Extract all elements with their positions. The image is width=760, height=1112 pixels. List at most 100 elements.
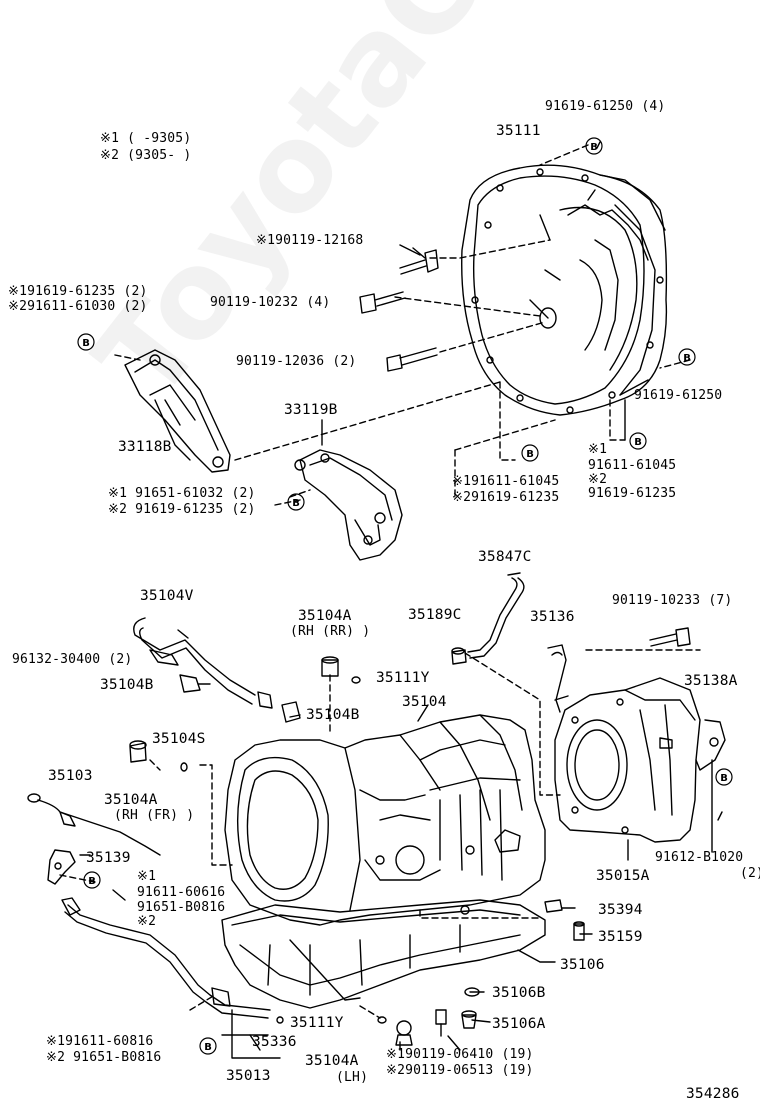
filler-tube-35013 (61, 897, 284, 1024)
plug-35189c (451, 647, 467, 665)
bracket-35138a (695, 719, 726, 771)
bolt-pan (435, 1009, 447, 1037)
label-e2: 91611-60616 (137, 885, 226, 900)
extension-housing-35015a (554, 677, 701, 843)
label-35104v: 35104V (140, 588, 194, 604)
label-35106: 35106 (560, 957, 605, 973)
label-right-d3: ※2 (588, 472, 608, 487)
label-f1: ※191611-60816 (46, 1034, 154, 1049)
label-35159: 35159 (598, 929, 643, 945)
plug-35106a (461, 1010, 477, 1029)
o-ring-35111y-upper (351, 676, 361, 684)
o-ring-35104s (180, 762, 188, 772)
bracket-35136 (547, 644, 569, 713)
label-33118b: 33118B (118, 439, 172, 455)
label-e3: 91651-B0816 (137, 900, 226, 915)
label-35111: 35111 (496, 123, 541, 139)
leader-line (399, 244, 421, 256)
label-90119-10233: 90119-10233 (7) (612, 593, 733, 608)
legend-2: ※2 (9305- ) (100, 148, 192, 163)
label-35104s: 35104S (152, 731, 206, 747)
label-35336: 35336 (252, 1034, 297, 1050)
label-35104a-lh: 35104A (305, 1053, 359, 1069)
label-90119-12168: ※190119-12168 (256, 233, 364, 248)
label-33119b: 33119B (284, 402, 338, 418)
label-lower-b2: ※2 91619-61235 (2) (108, 502, 256, 517)
label-91612-b1020: 91612-B1020 (655, 850, 744, 865)
plug-35104a-rr (321, 656, 339, 677)
label-35111y-a: 35111Y (376, 670, 430, 686)
svg-text:B: B (634, 437, 642, 448)
leader-lines-lower (59, 649, 701, 1019)
label-91619-61250: 91619-61250 (634, 388, 723, 403)
label-lh: (LH) (336, 1070, 369, 1085)
leader-line (619, 379, 649, 396)
label-right-d4: 91619-61235 (588, 486, 677, 501)
diagram-number: 354286 (686, 1086, 740, 1102)
label-35394: 35394 (598, 902, 643, 918)
label-35139: 35139 (86, 850, 131, 866)
svg-text:B: B (526, 449, 534, 460)
svg-text:B: B (82, 338, 90, 349)
label-mid-c1: ※191611-61045 (452, 474, 560, 489)
label-35104b-b: 35104B (306, 707, 360, 723)
label-35847c: 35847C (478, 549, 532, 565)
transmission-35104 (224, 714, 546, 926)
bolt-90119-10233 (649, 627, 691, 647)
part-35394 (544, 899, 563, 913)
label-90119-12036: 90119-12036 (2) (236, 354, 357, 369)
oil-pan-35106 (221, 899, 546, 1009)
svg-text:B: B (720, 773, 728, 784)
label-35106b: 35106B (492, 985, 546, 1001)
label-lower-b1: ※1 91651-61032 (2) (108, 486, 256, 501)
svg-text:B: B (204, 1042, 212, 1053)
label-35104: 35104 (402, 694, 447, 710)
label-qty-2: (2) (740, 866, 760, 881)
label-35138a: 35138A (684, 673, 738, 689)
svg-text:B: B (683, 353, 691, 364)
svg-text:B: B (88, 876, 96, 887)
bracket-33119b (294, 449, 403, 561)
plug-35104a-lh (395, 1020, 413, 1046)
label-g2: ※290119-06513 (19) (386, 1063, 534, 1078)
bolts-upper (359, 141, 601, 372)
label-right-d2: 91611-61045 (588, 458, 677, 473)
label-96132-30400: 96132-30400 (2) (12, 652, 133, 667)
b-marker-letters: B B B B B B B B B (82, 142, 728, 1053)
label-mid-c2: ※291619-61235 (452, 490, 560, 505)
label-g1: ※190119-06410 (19) (386, 1047, 534, 1062)
label-e4: ※2 (137, 914, 157, 929)
b-markers (77, 137, 733, 1055)
label-left-a1: ※191619-61235 (2) (8, 284, 148, 299)
label-35013: 35013 (226, 1068, 271, 1084)
label-35111y-b: 35111Y (290, 1015, 344, 1031)
label-35104a-rr: 35104A (298, 608, 352, 624)
label-35136: 35136 (530, 609, 575, 625)
label-e1: ※1 (137, 869, 157, 884)
label-f2: ※2 91651-B0816 (46, 1050, 162, 1065)
bracket-33118b (124, 349, 231, 473)
part-35159 (573, 921, 585, 941)
svg-text:B: B (292, 498, 300, 509)
tube-35847c (467, 572, 525, 659)
label-35189c: 35189C (408, 607, 462, 623)
hose-35104v (133, 617, 301, 723)
label-rh-fr: (RH (FR) ) (114, 808, 195, 823)
legend-1: ※1 ( -9305) (100, 131, 192, 146)
svg-text:B: B (590, 142, 598, 153)
label-35103: 35103 (48, 768, 93, 784)
label-35104b-a: 35104B (100, 677, 154, 693)
label-90119-10232: 90119-10232 (4) (210, 295, 331, 310)
label-91619-61250-4: 91619-61250 (4) (545, 99, 666, 114)
o-ring-35111y (377, 1016, 387, 1024)
label-35104a-fr: 35104A (104, 792, 158, 808)
label-35015a: 35015A (596, 868, 650, 884)
bracket-35139 (47, 849, 76, 885)
leader-lines-solid (79, 189, 723, 1059)
label-35106a: 35106A (492, 1016, 546, 1032)
label-right-d1: ※1 (588, 442, 608, 457)
plug-35104a-fr (129, 740, 147, 763)
transmission-case-35111 (461, 164, 668, 416)
dipstick-35103 (27, 793, 161, 856)
